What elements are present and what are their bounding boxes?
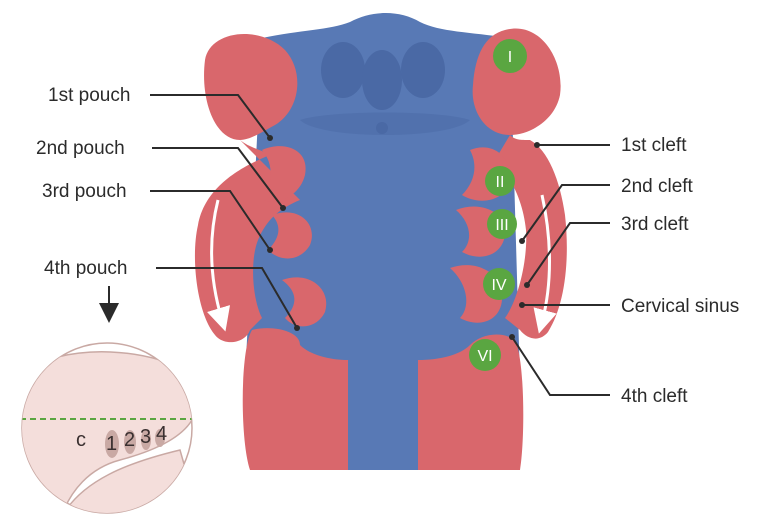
- inset-arch-2: [124, 430, 136, 454]
- label-pouch-3: 3rd pouch: [42, 181, 127, 202]
- label-pouch-2: 2nd pouch: [36, 138, 125, 159]
- arch-badges: I II III IV VI: [469, 39, 527, 371]
- inset-number-1: 1: [106, 433, 117, 455]
- arch-badge-3-text: III: [495, 217, 508, 234]
- label-cleft-4: 4th cleft: [621, 386, 688, 407]
- left-arch-3: [268, 212, 312, 259]
- arch-badge-1: I: [493, 39, 527, 73]
- leader-cleft-2: [521, 184, 610, 242]
- inset-arch-4: [155, 429, 165, 447]
- inset-number-3: 3: [140, 426, 151, 448]
- label-cleft-2: 2nd cleft: [621, 176, 694, 197]
- arch-badge-3: III: [487, 209, 517, 239]
- inset-arch-1: [105, 430, 119, 458]
- label-pouch-1: 1st pouch: [48, 85, 130, 106]
- inset-number-4: 4: [156, 423, 167, 445]
- label-cleft-1: 1st cleft: [621, 135, 687, 156]
- otic-ellipse-right: [401, 42, 445, 98]
- leader-cleft-3: [526, 222, 610, 286]
- left-arch-2: [262, 146, 306, 202]
- inset-number-2: 2: [124, 429, 135, 451]
- label-cleft-3: 3rd cleft: [621, 214, 689, 235]
- left-arches: [194, 33, 348, 470]
- label-cervical-sinus: Cervical sinus: [621, 296, 739, 317]
- otic-ellipse-left: [321, 42, 365, 98]
- left-flow-arrow: [207, 199, 231, 332]
- left-arch-4: [282, 277, 327, 327]
- arch-badge-1-text: I: [508, 49, 512, 66]
- left-lower-block: [242, 328, 348, 470]
- arch-badge-6-text: VI: [477, 348, 492, 365]
- label-pouch-4: 4th pouch: [44, 258, 127, 279]
- arch-badge-6: VI: [469, 339, 501, 371]
- inset-arch-3: [141, 430, 151, 450]
- arch-badge-2-text: II: [496, 174, 505, 191]
- arch-badge-4: IV: [483, 268, 515, 300]
- leader-pouch-1: [150, 94, 271, 139]
- right-lower-block: [418, 334, 524, 470]
- embryo-inset: c 1 2 3 4: [21, 342, 193, 514]
- right-annotations: 1st cleft 2nd cleft 3rd cleft Cervical s…: [509, 135, 739, 407]
- leader-pouch-4: [156, 267, 298, 329]
- arch-badge-2: II: [485, 166, 515, 196]
- leader-pouch-3: [150, 190, 271, 251]
- leader-cleft-4: [511, 336, 610, 396]
- left-annotations: 1st pouch 2nd pouch 3rd pouch 4th pouch: [36, 85, 300, 331]
- leader-pouch-2: [152, 147, 284, 209]
- otic-ellipse-center: [362, 50, 402, 110]
- arch-badge-4-text: IV: [491, 277, 506, 294]
- foramen-cecum: [376, 122, 388, 134]
- left-arch-1: [204, 33, 298, 140]
- inset-oral-mark: c: [76, 429, 86, 451]
